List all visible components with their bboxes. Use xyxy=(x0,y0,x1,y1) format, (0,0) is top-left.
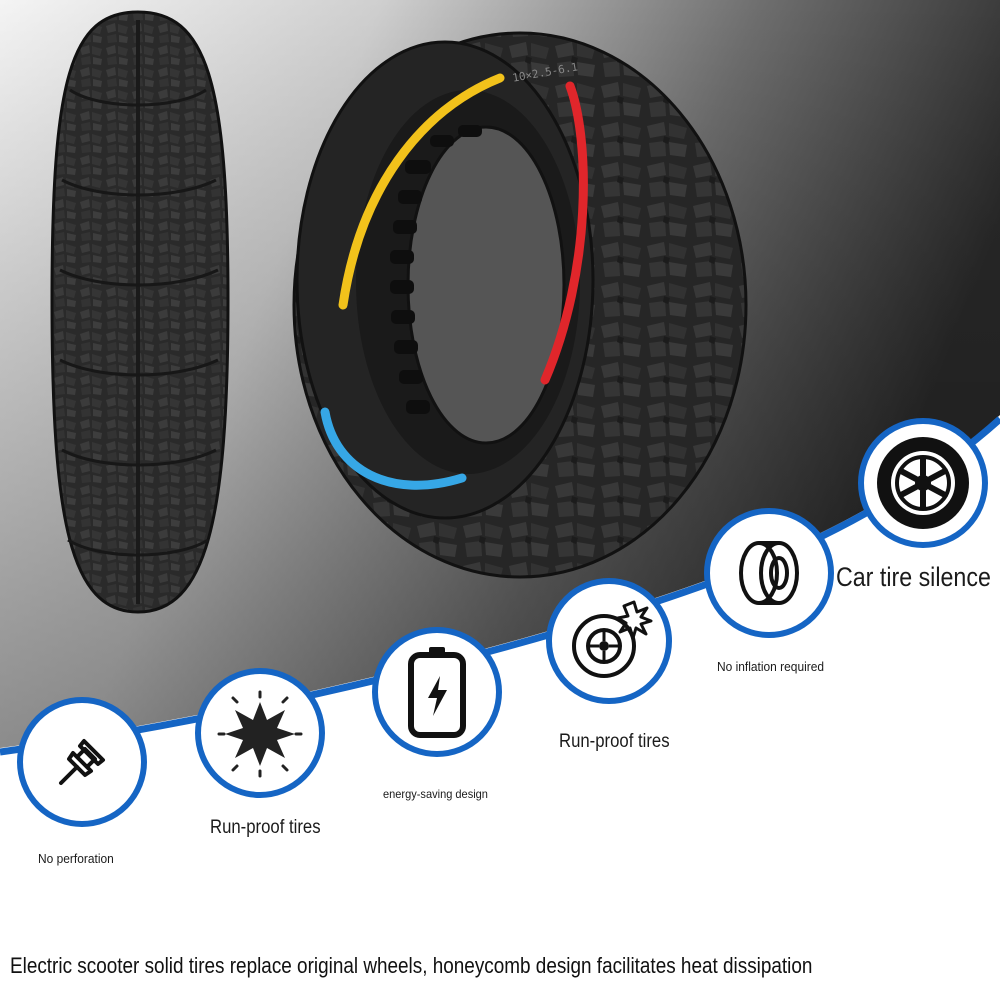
battery-icon xyxy=(408,647,466,738)
feature-label-run-proof-2: Run-proof tires xyxy=(559,731,670,752)
tire-side-view xyxy=(50,10,230,614)
feature-label-no-inflation: No inflation required xyxy=(717,659,825,674)
tire-side-icon xyxy=(739,541,799,605)
feature-badge-run-proof-1 xyxy=(195,668,325,798)
burst-icon xyxy=(217,690,303,778)
feature-badge-silence xyxy=(858,418,988,548)
feature-label-silence: Car tire silence xyxy=(836,562,991,592)
feature-label-no-perforation: No perforation xyxy=(38,851,114,866)
pushpin-icon xyxy=(59,739,105,785)
feature-badge-energy-saving xyxy=(372,627,502,757)
feature-badge-run-proof-2 xyxy=(546,578,672,704)
wheel-spark-icon xyxy=(572,600,653,678)
feature-badge-no-inflation xyxy=(704,508,834,638)
feature-badge-no-perforation xyxy=(17,697,147,827)
wheel-icon xyxy=(877,437,969,529)
tire-angled-view xyxy=(292,31,748,579)
feature-label-run-proof-1: Run-proof tires xyxy=(210,817,321,838)
product-caption: Electric scooter solid tires replace ori… xyxy=(10,953,813,978)
feature-label-energy-saving: energy-saving design xyxy=(383,787,488,801)
